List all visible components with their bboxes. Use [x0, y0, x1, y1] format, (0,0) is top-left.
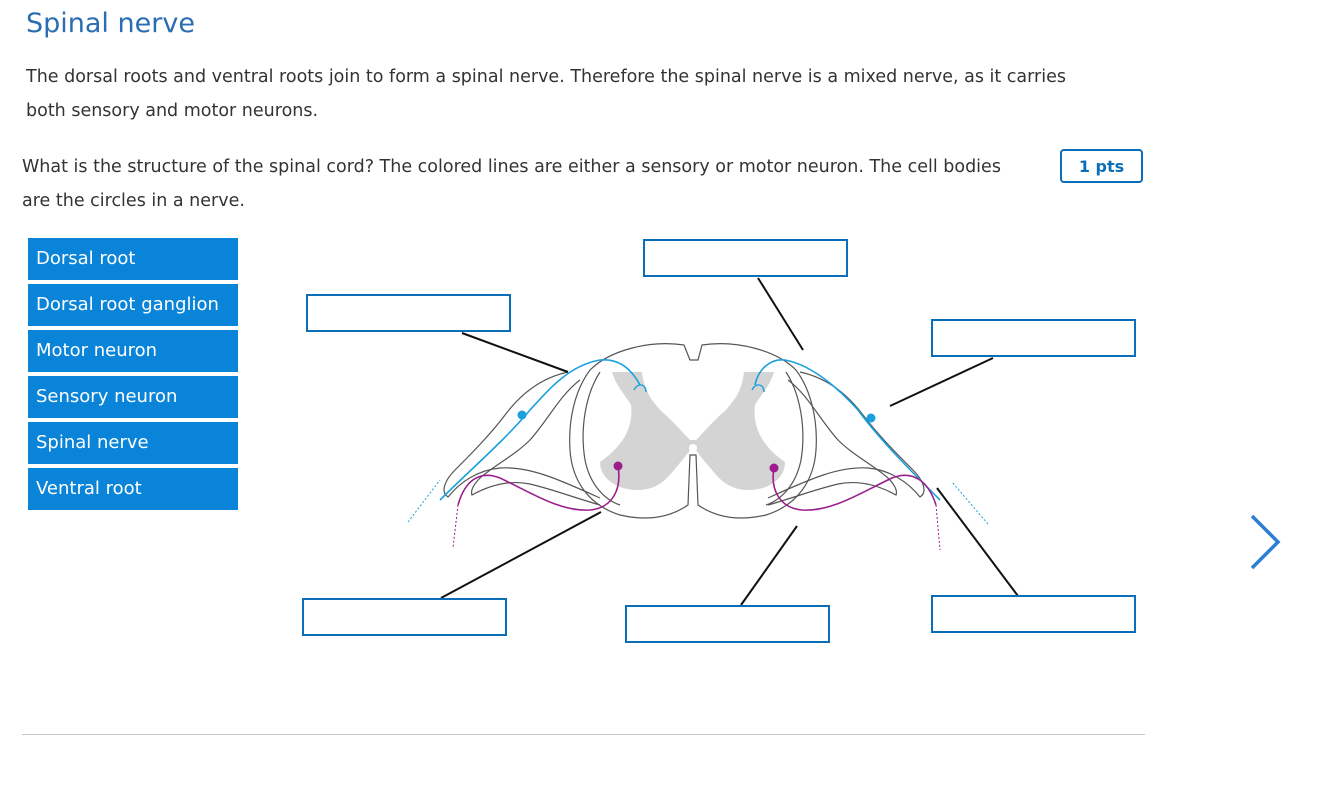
right-nerve-outline	[767, 371, 925, 499]
leader-bottom-center	[740, 525, 798, 606]
drop-target-top-center[interactable]	[643, 239, 848, 277]
left-nerve-outline	[443, 371, 601, 499]
answer-chip-spinal-nerve[interactable]: Spinal nerve	[28, 422, 238, 464]
answer-chip-sensory-neuron[interactable]: Sensory neuron	[28, 376, 238, 418]
left-nerve-inner	[470, 379, 601, 506]
leader-top-right	[889, 357, 994, 407]
question-text: What is the structure of the spinal cord…	[22, 157, 1001, 211]
leader-bottom-left	[440, 511, 602, 599]
drop-target-bottom-center[interactable]	[625, 605, 830, 643]
divider	[22, 734, 1145, 735]
gray-matter	[600, 372, 785, 490]
right-motor-neuron	[772, 467, 937, 511]
page-title: Spinal nerve	[26, 8, 195, 39]
spinal-cord-outline	[569, 343, 817, 519]
drop-target-top-right[interactable]	[931, 319, 1136, 357]
drop-target-top-left[interactable]	[306, 294, 511, 332]
left-motor-neuron	[457, 465, 620, 511]
answer-chip-motor-neuron[interactable]: Motor neuron	[28, 330, 238, 372]
left-sensory-neuron	[439, 359, 641, 501]
left-sensory-cell-body	[517, 410, 527, 420]
right-sensory-cell-body	[866, 413, 876, 423]
right-nerve-inner	[767, 379, 898, 506]
intro-paragraph: The dorsal roots and ventral roots join …	[26, 67, 1066, 121]
leader-top-left	[461, 332, 569, 373]
right-motor-cell-body	[769, 463, 779, 473]
leader-bottom-right	[936, 487, 1019, 597]
answer-chip-dorsal-root-ganglion[interactable]: Dorsal root ganglion	[28, 284, 238, 326]
answer-chip-ventral-root[interactable]: Ventral root	[28, 468, 238, 510]
drop-target-bottom-right[interactable]	[931, 595, 1136, 633]
answer-bank: Dorsal root Dorsal root ganglion Motor n…	[28, 238, 238, 514]
next-button[interactable]	[1244, 512, 1284, 572]
right-sensory-neuron	[754, 359, 941, 501]
chevron-right-icon	[1250, 514, 1281, 570]
leader-top-center	[757, 277, 804, 351]
answer-chip-dorsal-root[interactable]: Dorsal root	[28, 238, 238, 280]
drop-target-bottom-left[interactable]	[302, 598, 507, 636]
points-badge: 1 pts	[1060, 149, 1143, 183]
left-motor-cell-body	[613, 461, 623, 471]
